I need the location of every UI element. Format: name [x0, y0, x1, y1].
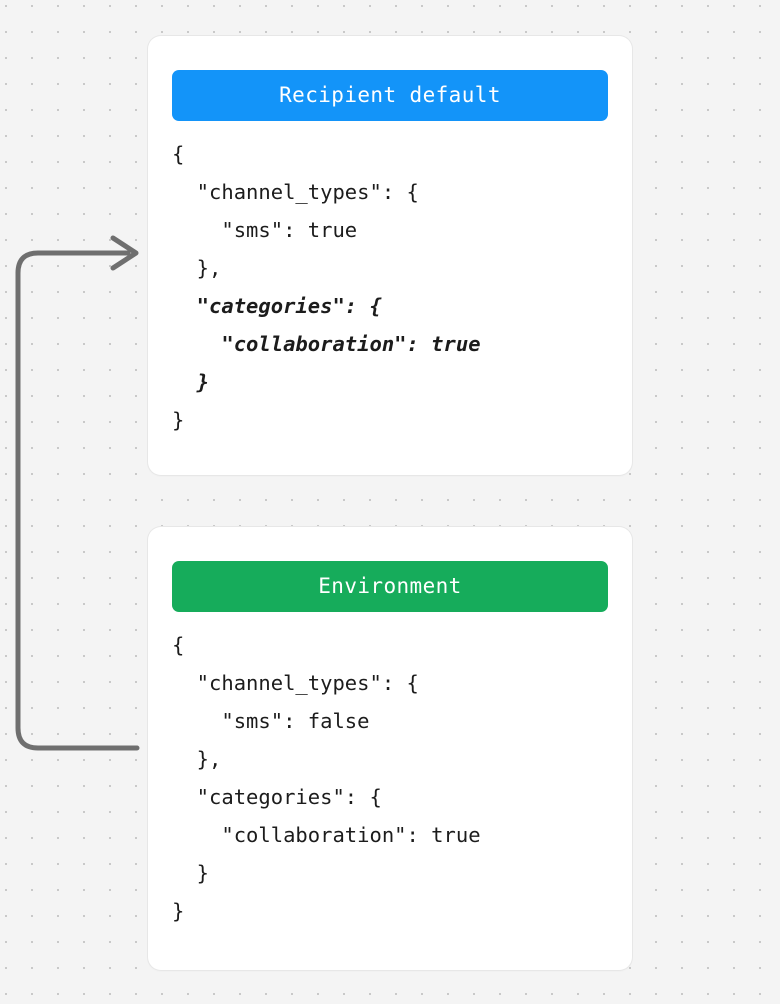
code-line: "categories": {	[172, 294, 382, 318]
code-line: "channel_types": {	[172, 671, 419, 695]
code-line: "categories": {	[172, 785, 382, 809]
code-line: }	[172, 370, 210, 394]
code-block-environment: { "channel_types": { "sms": false }, "ca…	[172, 626, 608, 930]
card-title-recipient-default: Recipient default	[279, 83, 501, 107]
merge-arrow-head-icon	[110, 235, 139, 271]
code-line: "channel_types": {	[172, 180, 419, 204]
code-line: {	[172, 633, 185, 657]
card-recipient-default[interactable]: Recipient default { "channel_types": { "…	[148, 36, 632, 475]
code-line: },	[172, 747, 222, 771]
code-line: "collaboration": true	[172, 823, 481, 847]
code-line: {	[172, 142, 185, 166]
code-line: "sms": false	[172, 709, 370, 733]
card-title-environment: Environment	[318, 574, 462, 598]
card-header-environment: Environment	[172, 561, 608, 612]
card-header-recipient-default: Recipient default	[172, 70, 608, 121]
code-line: },	[172, 256, 222, 280]
merge-arrow	[15, 235, 140, 751]
code-line: }	[172, 899, 185, 923]
code-line: "collaboration": true	[172, 332, 481, 356]
merge-arrow-path	[15, 250, 140, 751]
code-line: "sms": true	[172, 218, 358, 242]
code-line: }	[172, 408, 185, 432]
code-line: }	[172, 861, 210, 885]
code-block-recipient-default: { "channel_types": { "sms": true }, "cat…	[172, 135, 608, 439]
card-environment[interactable]: Environment { "channel_types": { "sms": …	[148, 527, 632, 970]
